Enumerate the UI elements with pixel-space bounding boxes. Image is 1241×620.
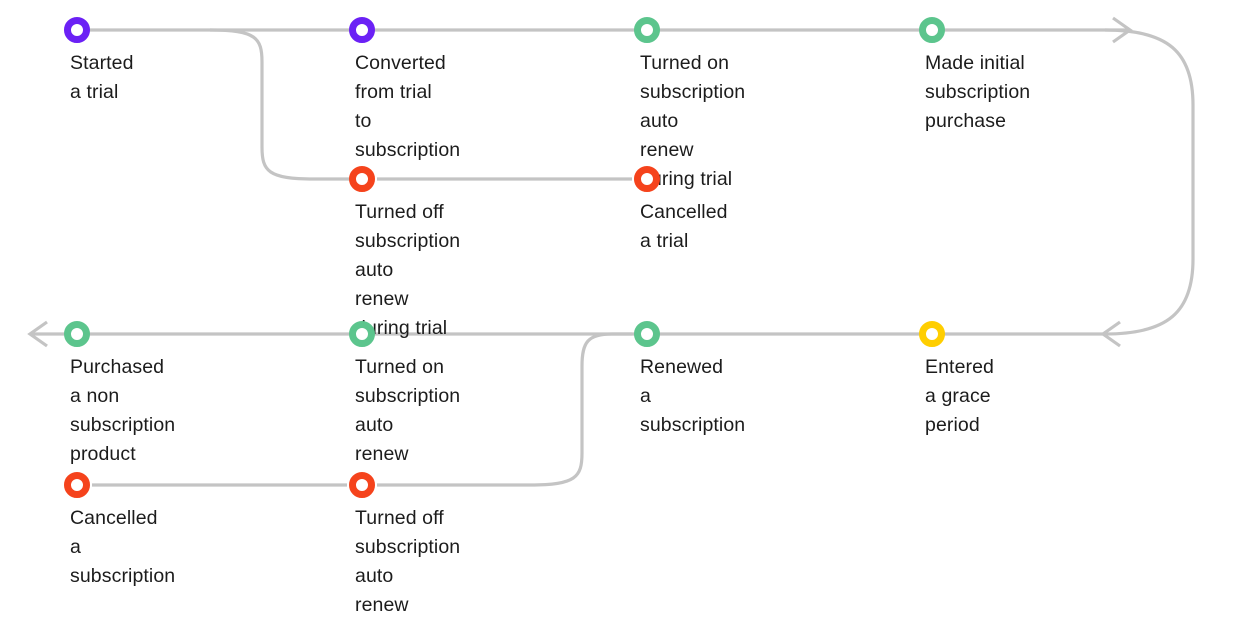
- connector-row4-join-up: [377, 332, 632, 487]
- node-dot-green-icon[interactable]: [919, 17, 945, 43]
- node-dot-green-icon[interactable]: [349, 321, 375, 347]
- node-dot-green-icon[interactable]: [634, 321, 660, 347]
- flow-node-label-started-a-trial: Started a trial: [70, 52, 134, 103]
- flow-node-label-made-initial-subscription-purchase: Made initial subscription purchase: [925, 52, 1031, 132]
- flow-diagram-canvas: [27, 16, 1195, 487]
- node-dot-red-icon[interactable]: [349, 472, 375, 498]
- flow-node-label-purchased-a-non-subscription-product: Purchased a non subscription product: [70, 356, 176, 465]
- flow-node-label-converted-from-trial-to-subscription: Converted from trial to subscription: [355, 52, 461, 161]
- node-dot-green-icon[interactable]: [64, 321, 90, 347]
- arrowhead-row3-left: [27, 320, 48, 348]
- node-dot-green-icon[interactable]: [634, 17, 660, 43]
- flow-node-label-cancelled-a-trial: Cancelled a trial: [640, 201, 728, 252]
- flow-node-label-turned-on-subscription-auto-renew-during-trial: Turned on subscription auto renew during…: [640, 52, 746, 190]
- node-dot-red-icon[interactable]: [349, 166, 375, 192]
- flow-node-label-cancelled-a-subscription: Cancelled a subscription: [70, 507, 176, 587]
- flow-node-label-turned-off-subscription-auto-renew: Turned off subscription auto renew: [355, 507, 461, 616]
- flow-node-label-entered-a-grace-period: Entered a grace period: [925, 356, 994, 436]
- flow-node-label-turned-off-subscription-auto-renew-during-trial: Turned off subscription auto renew durin…: [355, 201, 461, 339]
- node-dot-red-icon[interactable]: [634, 166, 660, 192]
- node-dot-purple-icon[interactable]: [64, 17, 90, 43]
- connector-right-u-turn: [1104, 28, 1195, 336]
- flow-node-label-renewed-a-subscription: Renewed a subscription: [640, 356, 746, 436]
- connector-row1-branch-down: [209, 28, 362, 181]
- node-dot-yellow-icon[interactable]: [919, 321, 945, 347]
- node-dot-red-icon[interactable]: [64, 472, 90, 498]
- flow-node-label-turned-on-subscription-auto-renew: Turned on subscription auto renew: [355, 356, 461, 465]
- node-dot-purple-icon[interactable]: [349, 17, 375, 43]
